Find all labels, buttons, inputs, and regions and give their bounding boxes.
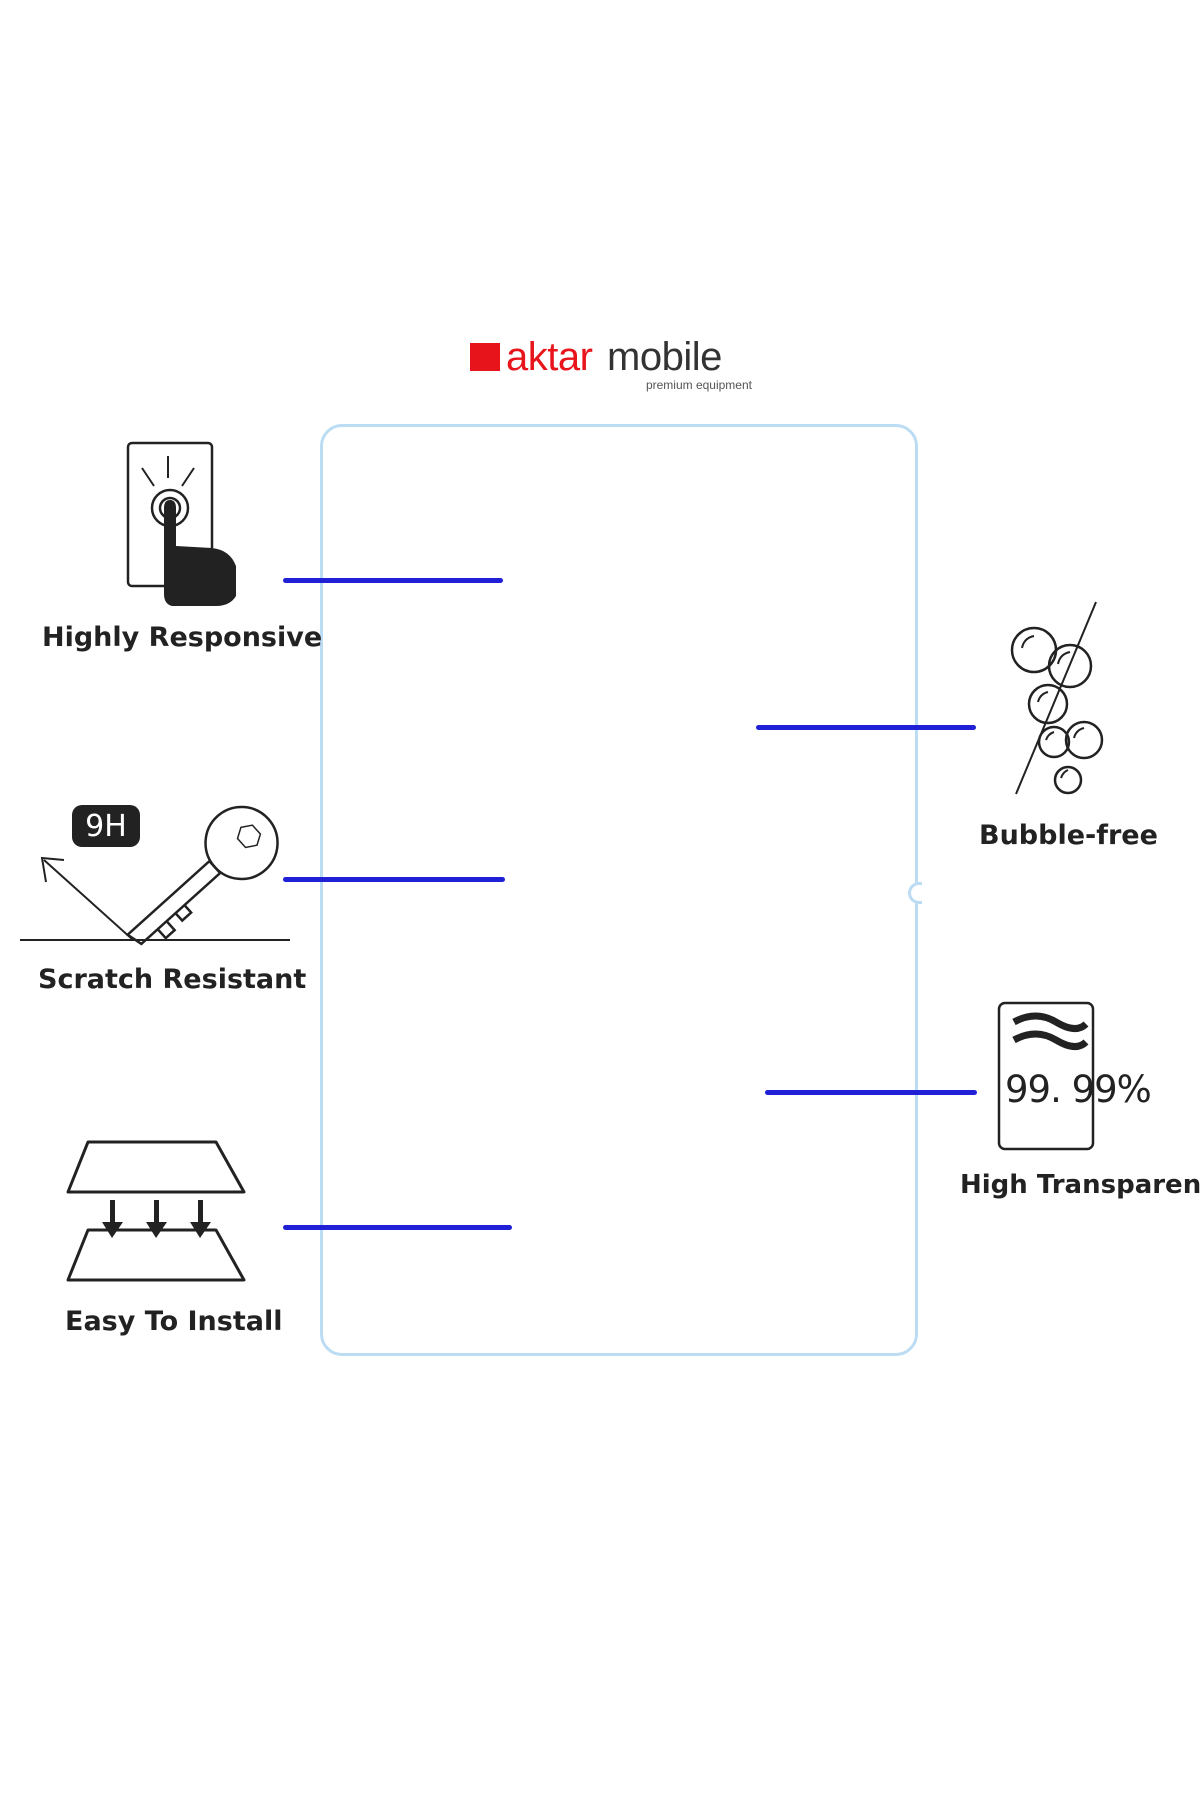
brand-name-part1: aktar (506, 335, 593, 379)
protector-notch (908, 882, 922, 904)
leader-line-scratch (283, 877, 505, 882)
transparency-value: 99. 99% (1005, 1068, 1152, 1111)
transparency-icon (996, 1000, 1100, 1154)
leader-line-install (283, 1225, 512, 1230)
screen-protector-outline (320, 424, 918, 1356)
leader-line-responsive (283, 578, 503, 583)
layers-install-icon (62, 1138, 252, 1286)
brand-name-part2: mobile (607, 335, 722, 379)
brand-tagline: premium equipment (645, 378, 752, 392)
touch-finger-icon (120, 438, 250, 608)
brand-logo-square (470, 343, 500, 371)
feature-label-install: Easy To Install (65, 1306, 283, 1337)
feature-label-transparency: High Transparency (960, 1170, 1200, 1200)
leader-line-bubble (756, 725, 976, 730)
feature-label-scratch: Scratch Resistant (38, 964, 307, 995)
brand-logo: aktar mobile premium equipment (470, 335, 770, 395)
bubbles-icon (998, 598, 1118, 796)
leader-line-transparency (765, 1090, 977, 1095)
key-scratch-icon (16, 800, 296, 950)
feature-label-bubble: Bubble-free (979, 820, 1158, 851)
feature-label-responsive: Highly Responsive (42, 622, 323, 653)
scratch-badge: 9H (85, 809, 127, 844)
